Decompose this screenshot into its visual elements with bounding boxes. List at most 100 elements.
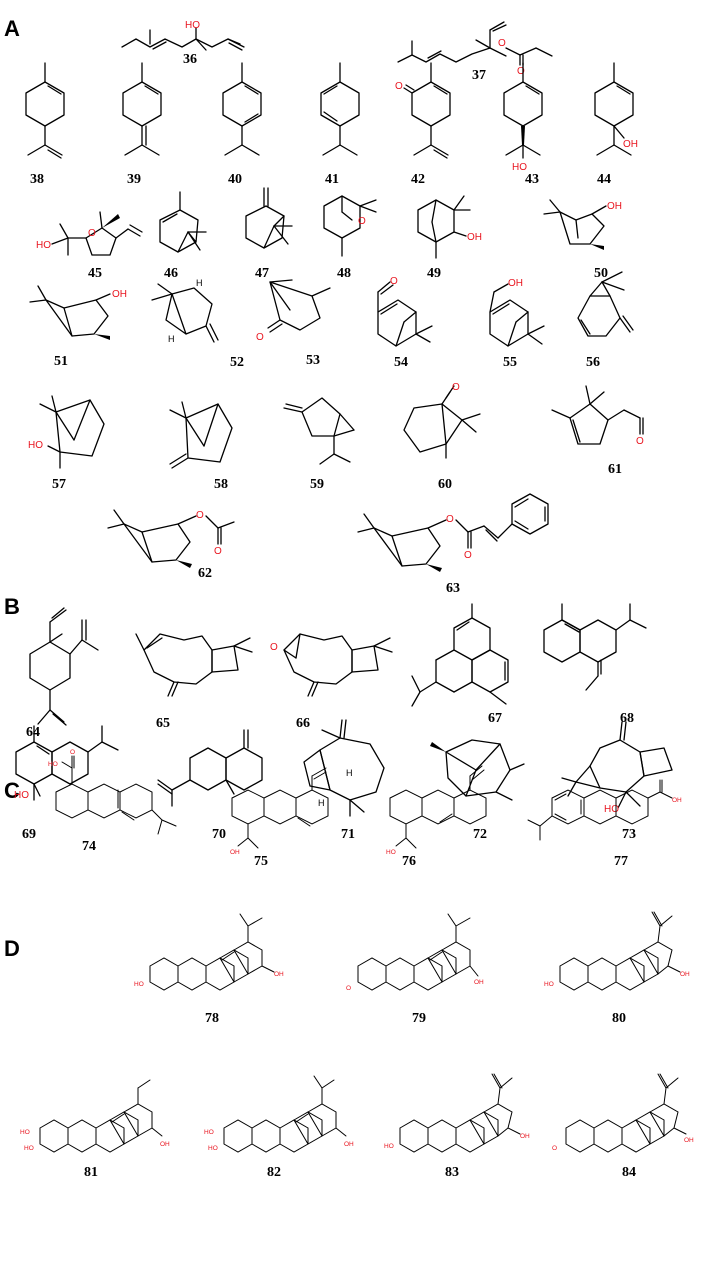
compound-number-48: 48 bbox=[337, 266, 351, 281]
hydroxyl-label: OH bbox=[467, 232, 482, 243]
carboxyl-label: HO bbox=[386, 849, 396, 856]
structure-63: O O 63 bbox=[357, 493, 549, 596]
carboxyl-label: HO bbox=[48, 761, 58, 768]
hydroxyl-label: HO bbox=[20, 1129, 30, 1136]
panel-label-b: B bbox=[4, 594, 20, 619]
epoxide-oxygen: O bbox=[270, 642, 278, 653]
aldehyde-oxygen: O bbox=[636, 436, 644, 447]
hydroxyl-label: HO bbox=[604, 804, 619, 815]
compound-number-61: 61 bbox=[608, 462, 622, 477]
compound-number-39: 39 bbox=[127, 172, 141, 187]
ether-oxygen: O bbox=[88, 228, 96, 239]
compound-number-64: 64 bbox=[26, 725, 40, 740]
compound-number-65: 65 bbox=[156, 716, 170, 731]
hydroxyl-label: HO bbox=[36, 240, 51, 251]
structure-67: 67 bbox=[411, 603, 509, 726]
compound-number-46: 46 bbox=[164, 266, 178, 281]
structure-39: 39 bbox=[122, 62, 162, 187]
hydroxyl-label: HO bbox=[134, 981, 144, 988]
structure-77: OH 77 bbox=[527, 779, 682, 869]
carbonyl-oxygen: O bbox=[214, 546, 222, 557]
panel-label-c: C bbox=[4, 778, 20, 803]
panel-label-a: A bbox=[4, 16, 20, 41]
structure-38: 38 bbox=[25, 62, 65, 187]
structure-54: O 54 bbox=[377, 276, 433, 370]
compound-number-69: 69 bbox=[22, 827, 36, 842]
compound-number-36: 36 bbox=[183, 52, 197, 67]
structure-59: 59 bbox=[283, 397, 355, 492]
structure-42: O 42 bbox=[395, 62, 451, 187]
compound-number-70: 70 bbox=[212, 827, 226, 842]
compound-number-59: 59 bbox=[310, 477, 324, 492]
compound-number-38: 38 bbox=[30, 172, 44, 187]
compound-number-41: 41 bbox=[325, 172, 339, 187]
hydrogen-label: H bbox=[318, 798, 325, 808]
ketone-oxygen: O bbox=[395, 81, 403, 92]
compound-number-84: 84 bbox=[622, 1165, 636, 1180]
compound-number-83: 83 bbox=[445, 1165, 459, 1180]
structure-84: OH O 84 bbox=[552, 1073, 694, 1180]
compound-number-72: 72 bbox=[473, 827, 487, 842]
structure-45: O HO 45 bbox=[36, 211, 143, 281]
structure-81: OH HO HO 81 bbox=[20, 1079, 170, 1180]
carboxyl-label: OH bbox=[684, 1137, 694, 1144]
compound-number-71: 71 bbox=[341, 827, 355, 842]
ester-oxygen: O bbox=[196, 510, 204, 521]
carboxyl-label: OH bbox=[520, 1133, 530, 1140]
compound-number-74: 74 bbox=[82, 839, 96, 854]
compound-number-43: 43 bbox=[525, 172, 539, 187]
compound-number-47: 47 bbox=[255, 266, 269, 281]
structure-41: 41 bbox=[320, 62, 360, 187]
structure-73: HO 73 bbox=[561, 721, 673, 842]
hydroxyl-label: HO bbox=[28, 440, 43, 451]
compound-number-58: 58 bbox=[214, 477, 228, 492]
compound-number-62: 62 bbox=[198, 566, 212, 581]
compound-number-75: 75 bbox=[254, 854, 268, 869]
carboxyl-label: OH bbox=[230, 849, 240, 856]
carboxyl-label: OH bbox=[680, 971, 690, 978]
compound-number-44: 44 bbox=[597, 172, 611, 187]
carbonyl-oxygen: O bbox=[70, 749, 75, 756]
structure-49: OH 49 bbox=[417, 195, 482, 281]
compound-number-60: 60 bbox=[438, 477, 452, 492]
hydroxyl-label: OH bbox=[508, 278, 523, 289]
structure-40: 40 bbox=[222, 62, 262, 187]
structure-57: HO 57 bbox=[28, 395, 105, 492]
carboxyl-label: OH bbox=[344, 1141, 354, 1148]
carboxyl-label: OH bbox=[474, 979, 484, 986]
hydroxyl-label: OH bbox=[112, 289, 127, 300]
compound-number-50: 50 bbox=[594, 266, 608, 281]
structure-69: HO 69 bbox=[14, 725, 119, 842]
panel-label-d: D bbox=[4, 936, 20, 961]
ketone-oxygen: O bbox=[346, 985, 351, 992]
compound-number-51: 51 bbox=[54, 354, 68, 369]
structure-68: 68 bbox=[543, 603, 647, 726]
structure-79: OH O 79 bbox=[346, 913, 484, 1026]
compound-number-68: 68 bbox=[620, 711, 634, 726]
structure-48: O 48 bbox=[323, 195, 377, 281]
carboxyl-label: OH bbox=[274, 971, 284, 978]
compound-number-80: 80 bbox=[612, 1011, 626, 1026]
structure-76: HO 76 bbox=[386, 765, 487, 869]
ester-oxygen: O bbox=[498, 38, 506, 49]
structure-62: O O 62 bbox=[107, 509, 235, 581]
structure-55: OH 55 bbox=[489, 278, 545, 370]
hydroxyl-label: HO bbox=[204, 1129, 214, 1136]
aldehyde-oxygen: O bbox=[390, 276, 398, 287]
hydroxyl-label: OH bbox=[623, 139, 638, 150]
compound-number-40: 40 bbox=[228, 172, 242, 187]
compound-number-67: 67 bbox=[488, 711, 502, 726]
hydroxyl-label: OH bbox=[607, 201, 622, 212]
hydrogen-label: H bbox=[196, 278, 203, 288]
hydroxyl-label: HO bbox=[14, 790, 29, 801]
structure-80: OH HO 80 bbox=[544, 911, 690, 1026]
compound-number-73: 73 bbox=[622, 827, 636, 842]
compound-number-81: 81 bbox=[84, 1165, 98, 1180]
compound-number-55: 55 bbox=[503, 355, 517, 370]
hydroxyl-label: HO bbox=[208, 1145, 218, 1152]
structure-46: 46 bbox=[159, 191, 207, 281]
carbonyl-oxygen: O bbox=[517, 66, 525, 77]
structure-60: O 60 bbox=[403, 382, 481, 492]
structure-74: HO O 74 bbox=[48, 749, 177, 854]
compound-number-79: 79 bbox=[412, 1011, 426, 1026]
